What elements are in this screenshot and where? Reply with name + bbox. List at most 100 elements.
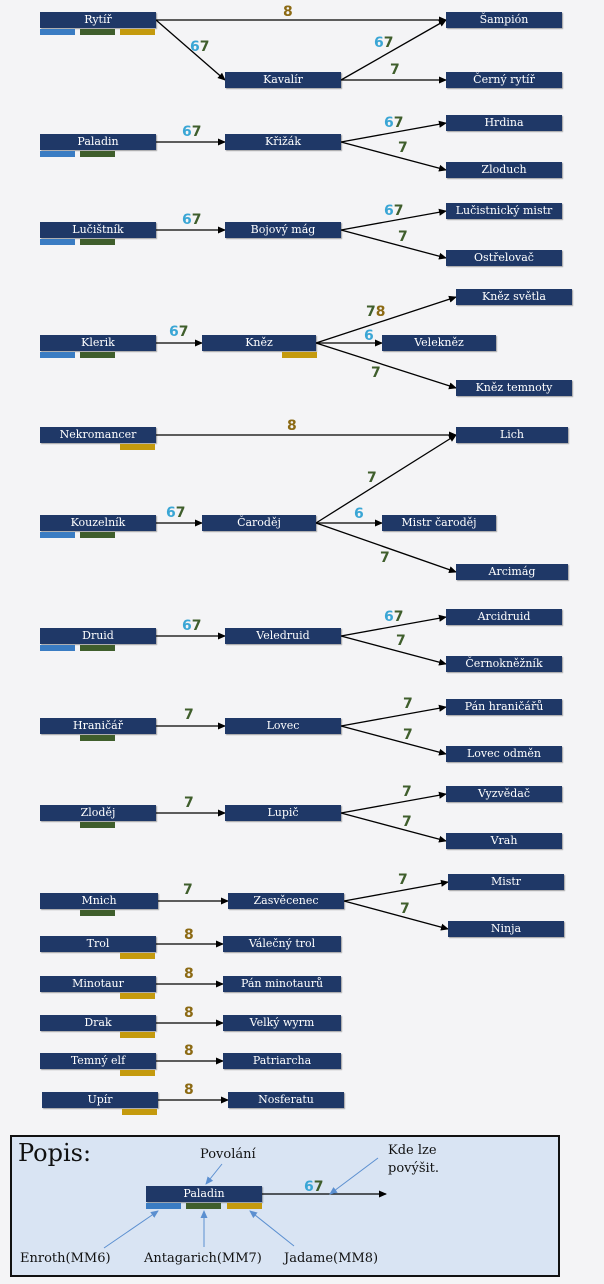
bar-lucistnik-mm7: [80, 239, 115, 245]
node-kavalir: Kavalír: [225, 72, 341, 88]
edge-label-rytir-kavalir: 67: [190, 40, 210, 54]
node-hranicar: Hraničář: [40, 718, 156, 734]
bar-mnich-mm7: [80, 910, 115, 916]
node-druid: Druid: [40, 628, 156, 644]
legend-promote-label-1: Kde lze: [388, 1143, 437, 1158]
edge-zasvecenec-to-mistr: [343, 879, 449, 902]
bar-nekromancer-mm8: [120, 444, 155, 450]
edge-label-digit: 7: [402, 814, 412, 830]
edge-label-zasvecenec-ninja: 7: [400, 902, 410, 916]
edge-lupic-to-vyzvedac: [340, 791, 447, 814]
legend-panel: Popis: Povolání Kde lze povýšit. Paladin…: [10, 1135, 560, 1277]
edge-bojovy_mag-to-lucist_mistr: [340, 208, 447, 231]
edge-label-lovec-lovec_odmen: 7: [403, 728, 413, 742]
edge-label-digit: 6: [182, 124, 192, 140]
node-ostrelovac: Ostřelovač: [446, 250, 562, 266]
edge-label-lucistnik-bojovy_mag: 67: [182, 213, 202, 227]
legend-mm7-label: Antagarich(MM7): [144, 1251, 262, 1266]
edge-label-digit: 8: [375, 304, 386, 320]
edge-carodej-to-lich: [315, 434, 457, 524]
edge-label-lupic-vrah: 7: [402, 815, 412, 829]
edge-label-digit: 8: [184, 1082, 194, 1098]
edge-label-digit: 7: [393, 115, 404, 131]
edge-label-digit: 6: [190, 39, 200, 55]
legend-mm6-pointer: [103, 1210, 159, 1249]
legend-mm8-label: Jadame(MM8): [284, 1251, 379, 1266]
node-paladin: Paladin: [40, 134, 156, 150]
node-lich: Lich: [456, 427, 568, 443]
node-krizak: Křižák: [225, 134, 341, 150]
edge-label-digit: 7: [371, 365, 381, 381]
edge-label-knez-knez_temnoty: 7: [371, 366, 381, 380]
edge-label-digit: 7: [403, 727, 413, 743]
bar-hranicar-mm7: [80, 735, 115, 741]
edge-knez-to-knez_temnoty: [315, 342, 457, 390]
node-patriarcha: Patriarcha: [223, 1053, 341, 1069]
node-trol: Trol: [40, 936, 156, 952]
legend-mm6-label: Enroth(MM6): [20, 1251, 111, 1266]
legend-label-7: 7: [313, 1179, 324, 1195]
edge-label-digit: 6: [182, 618, 192, 634]
node-mnich: Mnich: [40, 893, 158, 909]
node-pan_minotauru: Pán minotaurů: [223, 976, 341, 992]
edge-label-digit: 7: [398, 872, 408, 888]
node-cerny_rytir: Černý rytíř: [446, 72, 562, 88]
edge-knez-to-knez_svetla: [315, 295, 457, 344]
edge-label-lupic-vyzvedac: 7: [402, 785, 412, 799]
bar-druid-mm7: [80, 645, 115, 651]
edge-label-digit: 7: [393, 203, 404, 219]
legend-title: Popis:: [18, 1139, 92, 1167]
edge-label-digit: 7: [175, 505, 186, 521]
bar-kouzelnik-mm7: [80, 532, 115, 538]
legend-arrows: [103, 1157, 387, 1249]
edge-label-digit: 7: [393, 609, 404, 625]
bar-klerik-mm7: [80, 352, 115, 358]
bar-temny_elf-mm8: [120, 1070, 155, 1076]
bar-rytir-mm8: [120, 29, 155, 35]
node-nosferatu: Nosferatu: [228, 1092, 344, 1108]
edge-label-digit: 7: [398, 229, 408, 245]
node-zloduch: Zloduch: [446, 162, 562, 178]
edge-label-digit: 6: [364, 328, 374, 344]
edge-label-digit: 7: [390, 62, 400, 78]
edge-label-digit: 7: [398, 140, 408, 156]
node-knez: Kněz: [202, 335, 316, 351]
edge-label-trol-valecny_trol: 8: [184, 928, 194, 942]
edge-label-digit: 7: [199, 39, 210, 55]
edge-label-zlodej-lupic: 7: [184, 796, 194, 810]
bar-druid-mm6: [40, 645, 75, 651]
edge-label-digit: 7: [402, 784, 412, 800]
edge-label-digit: 7: [383, 35, 394, 51]
legend-promote-pointer: [329, 1157, 379, 1195]
edge-carodej-to-arcimag: [315, 522, 457, 573]
edge-lupic-to-vrah: [340, 812, 447, 843]
edge-label-digit: 8: [184, 1005, 194, 1021]
edge-lovec-to-lovec_odmen: [340, 725, 447, 756]
legend-bar-mm8: [227, 1203, 262, 1209]
bar-kouzelnik-mm6: [40, 532, 75, 538]
node-carodej: Čaroděj: [202, 515, 316, 531]
edge-label-digit: 6: [182, 212, 192, 228]
edge-bojovy_mag-to-ostrelovac: [340, 229, 447, 260]
edge-label-digit: 7: [380, 550, 390, 566]
edge-label-carodej-mistr_carodej: 6: [354, 507, 364, 521]
node-hrdina: Hrdina: [446, 115, 562, 131]
edge-label-paladin-krizak: 67: [182, 125, 202, 139]
edge-label-drak-velky_wyrm: 8: [184, 1006, 194, 1020]
legend-mm8-pointer: [249, 1210, 295, 1247]
edge-label-veledruid-arcidruid: 67: [384, 610, 404, 624]
node-pan_hranicaru: Pán hraničářů: [446, 699, 562, 715]
edge-label-digit: 6: [384, 203, 394, 219]
node-temny_elf: Temný elf: [40, 1053, 156, 1069]
edge-label-digit: 8: [283, 4, 293, 20]
bar-paladin-mm6: [40, 151, 75, 157]
edge-label-knez-knez_svetla: 78: [366, 305, 386, 319]
bar-upir-mm8: [122, 1109, 157, 1115]
legend-class-label: Povolání: [200, 1147, 256, 1162]
bar-knez-mm8: [282, 352, 317, 358]
edge-label-digit: 7: [403, 696, 413, 712]
node-knez_temnoty: Kněz temnoty: [456, 380, 572, 396]
edge-label-hranicar-lovec: 7: [184, 708, 194, 722]
bar-rytir-mm7: [80, 29, 115, 35]
edge-label-digit: 7: [183, 882, 193, 898]
